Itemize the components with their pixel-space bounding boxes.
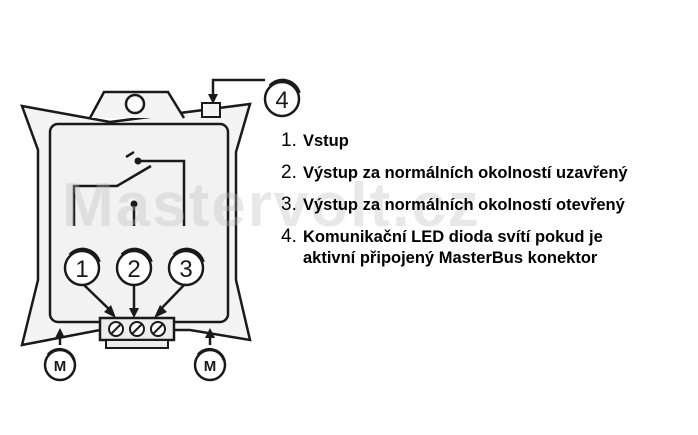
terminal-callout-1: 1 [63,247,101,287]
led-tab [201,102,221,118]
mounting-hole [124,93,146,115]
masterbus-label-right: M [204,358,217,375]
led-callout-4: 4 [263,78,301,118]
terminal-callout-2: 2 [115,247,153,287]
led-arrow [211,78,265,98]
arrow-head-3 [154,305,167,318]
masterbus-label-left: M [54,358,67,375]
legend-text-4: Komunikační LED dioda svítí pokud je [303,228,603,246]
masterbus-callout-left: M [43,328,77,382]
callout-label-1: 1 [75,256,88,283]
arrow-head-2 [129,308,139,318]
legend-num-1: 1. [281,130,297,151]
legend-num-4: 4. [281,226,297,247]
masterbus-callout-right: M [193,328,227,382]
legend-item-1: 1. Vstup [281,130,349,152]
legend-text-2: Výstup za normálních okolností uzavřený [303,164,628,182]
terminal-block-base [105,339,169,349]
terminal-callout-3: 3 [167,247,205,287]
watermark: Mastervolt.cz [62,171,481,240]
legend-item-3: 3. Výstup za normálních okolností otevřen… [281,194,625,216]
relay-dash [125,150,135,159]
callout-label-3: 3 [179,256,192,283]
relay-contact-bottom [130,200,138,208]
callout-label-4: 4 [275,87,288,114]
arrow-head-1 [104,305,116,318]
relay-switch-symbol [72,159,186,226]
terminal-screws [108,321,166,337]
legend-num-3: 3. [281,194,297,215]
led-arrow-head [208,94,218,104]
legend-text-3: Výstup za normálních okolností otevřený [303,196,625,214]
legend-text-1: Vstup [303,132,349,150]
legend-item-4: 4. Komunikační LED dioda svítí pokud je [281,226,603,248]
legend-num-2: 2. [281,162,297,183]
legend-text-4-continued: aktivní připojený MasterBus konektor [303,249,598,267]
legend-item-2: 2. Výstup za normálních okolností uzavřen… [281,162,628,184]
relay-contact-top [134,157,142,165]
callout-label-2: 2 [127,256,140,283]
